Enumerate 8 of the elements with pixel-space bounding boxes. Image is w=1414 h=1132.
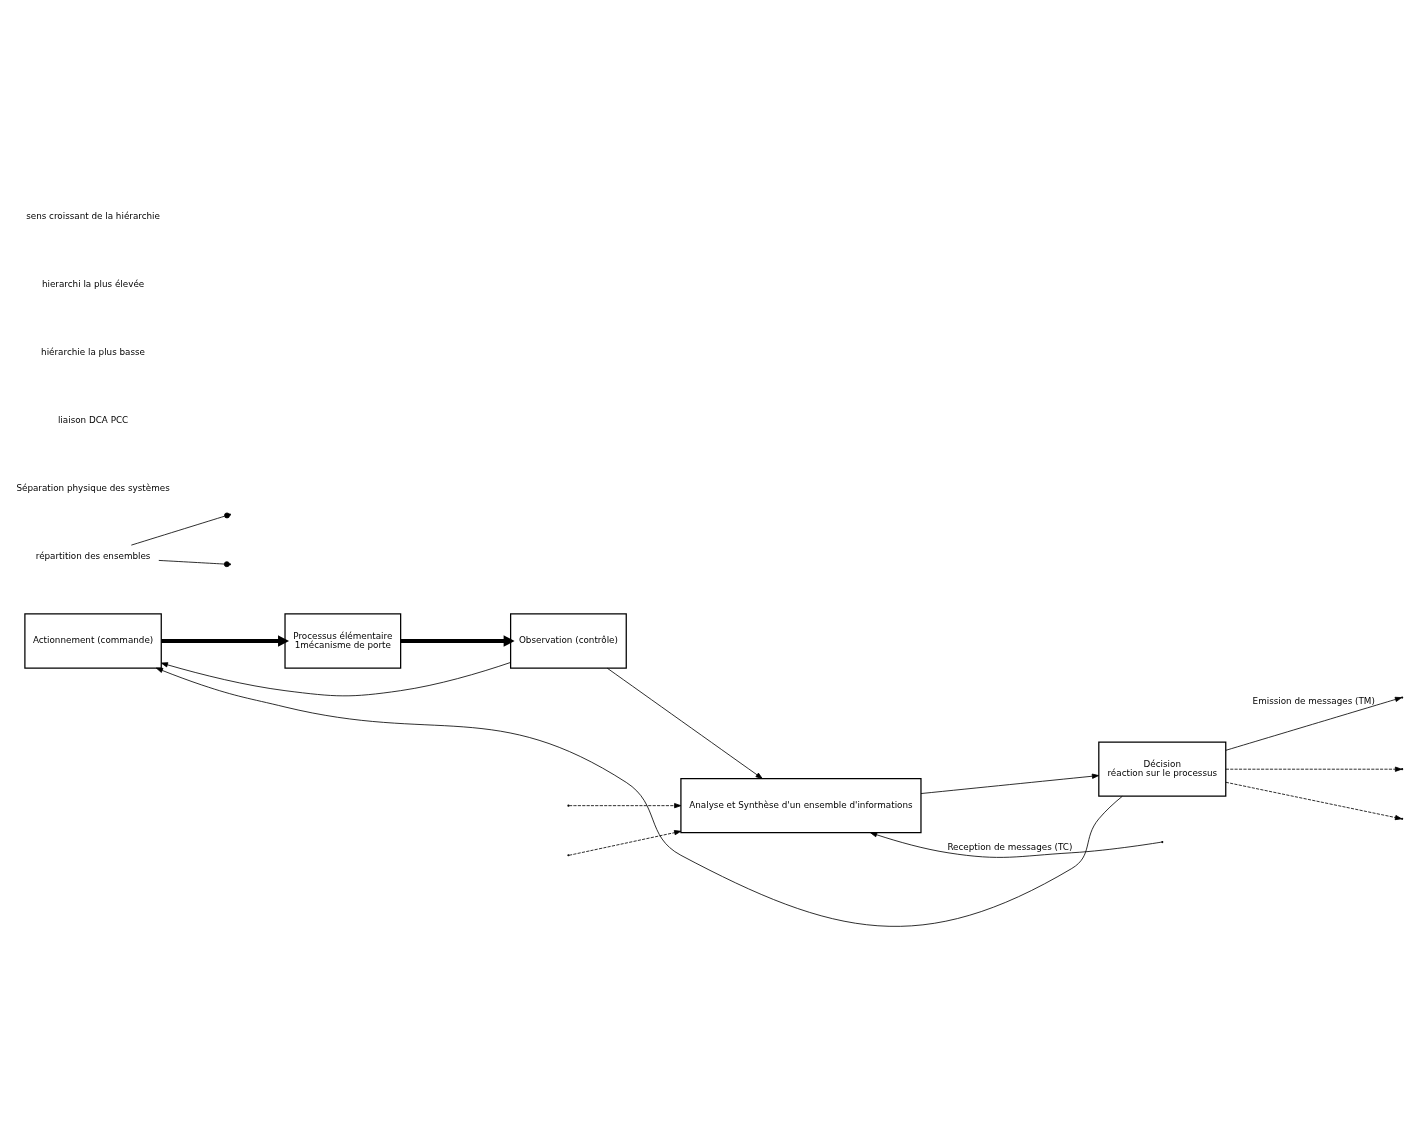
label: Séparation physique des systèmes [16, 482, 170, 493]
label: liaison DCA PCC [57, 414, 129, 425]
node-text: répartition des ensembles [35, 551, 151, 562]
label: sens croissant de la hiérarchie [26, 211, 160, 222]
edge-label: Reception de messages (TC) [947, 842, 1073, 853]
edge-label: Emission de messages (TM) [1252, 695, 1375, 706]
label: hiérarchie la plus basse [41, 346, 146, 357]
label: hierarchi la plus élevée [41, 279, 145, 290]
